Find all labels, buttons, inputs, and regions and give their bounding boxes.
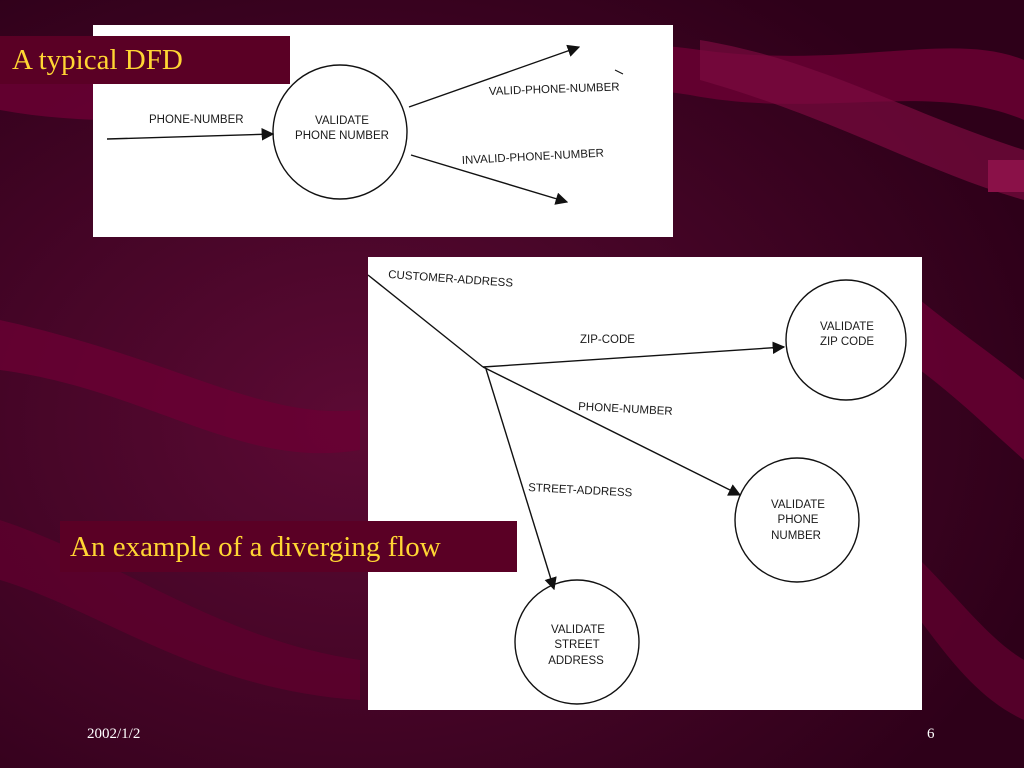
phone-number-label: PHONE-NUMBER (578, 401, 673, 418)
customer-address-label: CUSTOMER-ADDRESS (388, 269, 514, 290)
input-flow-label: PHONE-NUMBER (149, 114, 244, 126)
customer-address-flow (368, 274, 484, 368)
side-tab (988, 160, 1024, 192)
process-label-line2: PHONE NUMBER (295, 130, 389, 142)
phone-process-line1: VALIDATE (771, 499, 825, 511)
street-process-line1: VALIDATE (551, 624, 605, 636)
diverging-flow-caption: An example of a diverging flow (60, 521, 517, 572)
diverging-flow-diagram: CUSTOMER-ADDRESS ZIP-CODE PHONE-NUMBER S… (368, 269, 907, 705)
phone-process-line3: NUMBER (771, 530, 821, 542)
phone-process-line2: PHONE (778, 514, 819, 526)
street-address-label: STREET-ADDRESS (528, 482, 633, 499)
validate-phone-process (734, 457, 860, 583)
zip-process-line2: ZIP CODE (820, 336, 874, 348)
ribbon-right (700, 40, 1024, 200)
slide-title: A typical DFD (0, 36, 290, 84)
ribbon-middle (0, 320, 360, 454)
diverging-flow-panel: CUSTOMER-ADDRESS ZIP-CODE PHONE-NUMBER S… (368, 257, 922, 710)
process-label-line1: VALIDATE (315, 115, 369, 127)
ribbon-bottom-right (920, 560, 1024, 720)
invalid-output-label: INVALID-PHONE-NUMBER (462, 148, 605, 167)
input-flow-arrow (106, 128, 275, 141)
valid-output-arrow (408, 44, 581, 108)
slide-date: 2002/1/2 (87, 726, 141, 742)
validate-zip-process (785, 279, 907, 401)
phone-number-arrow (482, 366, 742, 496)
zip-code-arrow (482, 341, 786, 368)
zip-process-line1: VALIDATE (820, 321, 874, 333)
street-address-arrow (485, 368, 557, 591)
invalid-output-arrow (410, 154, 569, 205)
slide-page-number: 6 (927, 726, 935, 742)
validate-street-process (514, 579, 640, 705)
street-process-line3: ADDRESS (548, 655, 604, 667)
zip-code-label: ZIP-CODE (580, 334, 635, 346)
valid-output-label: VALID-PHONE-NUMBER (489, 81, 620, 98)
ribbon-lower-right (920, 300, 1024, 460)
typical-dfd-diagram: PHONE-NUMBER VALIDATE PHONE NUMBER VALID… (106, 44, 624, 205)
street-process-line2: STREET (554, 639, 599, 651)
stray-mark (614, 69, 624, 75)
validate-phone-process (272, 64, 408, 200)
